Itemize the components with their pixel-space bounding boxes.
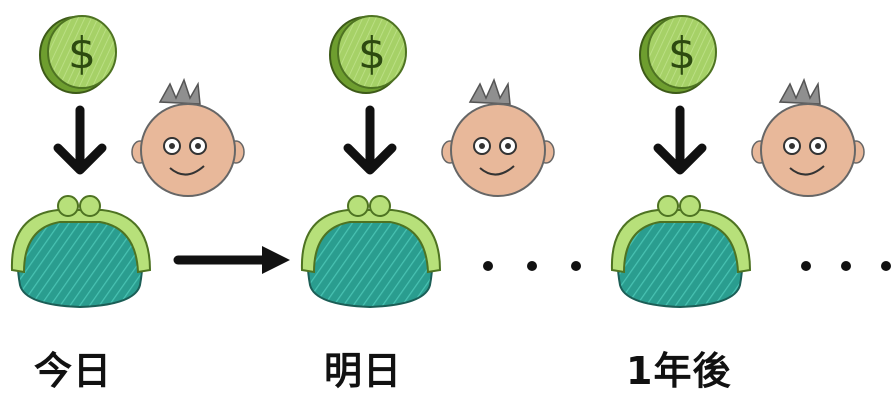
stage-label-tomorrow: 明日 [324, 349, 403, 393]
coin-symbol: $ [668, 28, 696, 79]
right-arrow-icon [173, 246, 290, 274]
down-arrow-icon [343, 105, 397, 175]
savings-diagram: $ [10, 15, 891, 393]
wallet-icon [610, 195, 752, 309]
coin-symbol: $ [68, 28, 96, 79]
ellipsis-dots [801, 261, 891, 271]
diagram-canvas: $ [10, 15, 891, 309]
down-arrow-icon [653, 105, 707, 175]
face-icon [441, 77, 555, 197]
stage-2-group: $ [300, 15, 555, 309]
coin-symbol: $ [358, 28, 386, 79]
face-icon [751, 77, 865, 197]
stage-1-group: $ [10, 15, 245, 309]
ellipsis-dots [483, 261, 581, 271]
stage-3-group: $ [610, 15, 865, 309]
coin-icon: $ [39, 15, 117, 94]
stage-label-one-year-later: 1年後 [626, 349, 732, 393]
wallet-icon [300, 195, 442, 309]
coin-icon: $ [329, 15, 407, 94]
wallet-icon [10, 195, 152, 309]
coin-icon: $ [639, 15, 717, 94]
face-icon [131, 77, 245, 197]
stage-label-today: 今日 [34, 349, 113, 393]
down-arrow-icon [53, 105, 107, 175]
